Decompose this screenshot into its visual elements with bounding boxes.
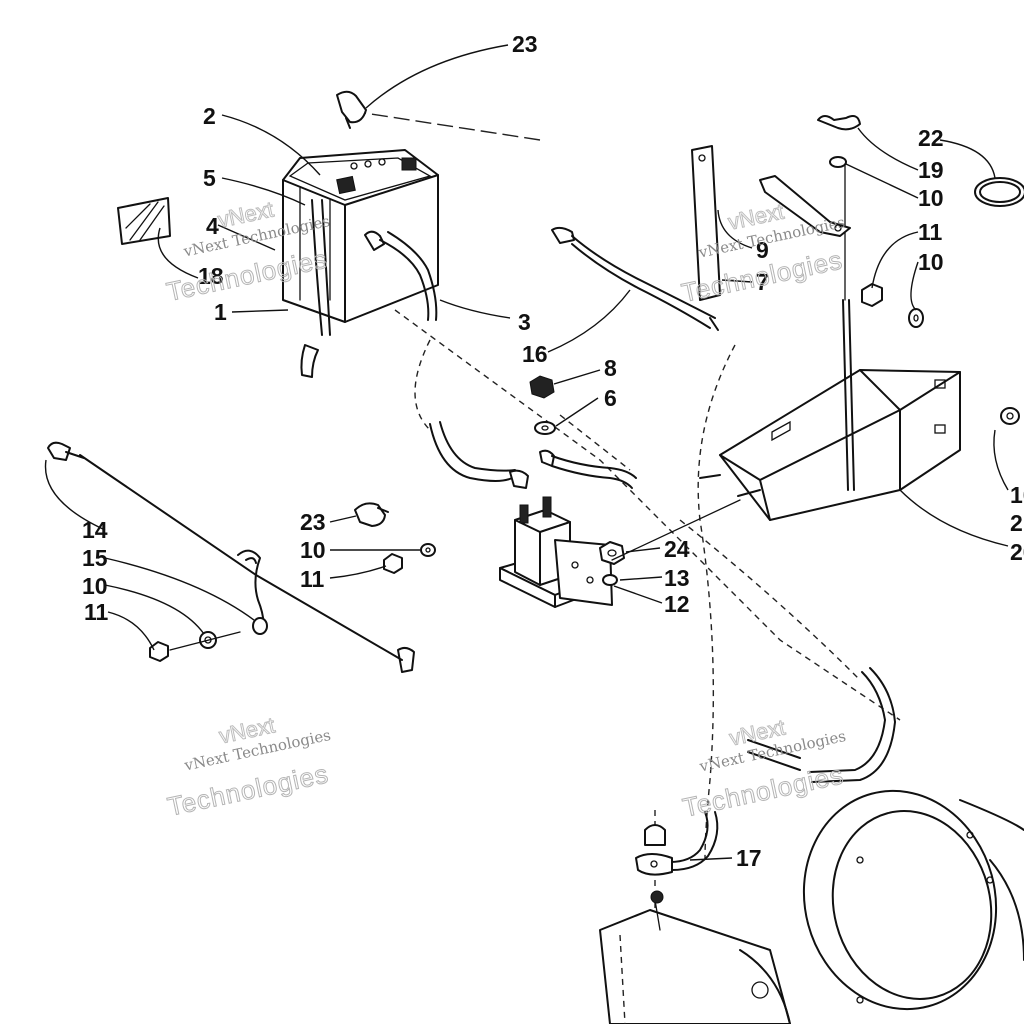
link-rod [47, 441, 403, 661]
engine-cable [747, 667, 896, 783]
callout-11-right: 11 [918, 219, 943, 245]
positive-cable [551, 226, 719, 331]
snap-ring [974, 177, 1024, 207]
leader-lines [44, 44, 1009, 861]
callout-3: 3 [518, 309, 531, 335]
callout-6: 6 [604, 385, 617, 411]
wing-nut [817, 115, 861, 131]
washer-10-right [908, 308, 924, 328]
callout-23-middle: 23 [300, 509, 326, 535]
washer-10-far-right [1000, 407, 1020, 425]
decal [117, 197, 171, 245]
callout-18: 18 [198, 263, 224, 289]
callout-12: 12 [664, 591, 690, 617]
nut-11-left [149, 641, 169, 662]
callout-13: 13 [664, 565, 690, 591]
callout-4: 4 [206, 213, 219, 239]
callout-10-left: 10 [82, 573, 108, 599]
nut-11-right [861, 283, 883, 307]
terminal-cap-middle [354, 502, 389, 527]
washer-10-middle [420, 543, 436, 557]
callout-23-top: 23 [512, 31, 538, 57]
callout-21: 21 [1010, 510, 1024, 536]
vent-tube [300, 199, 331, 378]
callout-8: 8 [604, 355, 617, 381]
washer-6 [534, 421, 556, 435]
washer-13 [602, 574, 618, 586]
callout-14: 14 [82, 517, 108, 543]
starter-motor [599, 890, 791, 1024]
terminal-cap-top [336, 90, 367, 129]
battery-to-solenoid-cable [429, 421, 529, 489]
callout-15: 15 [82, 545, 108, 571]
starter-cable [635, 811, 719, 876]
callout-10-top: 10 [918, 185, 944, 211]
callout-10-far-right: 10 [1010, 482, 1024, 508]
callout-2: 2 [203, 103, 216, 129]
callout-10-middle: 10 [300, 537, 326, 563]
callout-19: 19 [918, 157, 944, 183]
watermark-bottom-right: vNext vNext Technologies Technologies [679, 714, 847, 823]
hex-nut-24 [599, 541, 625, 565]
callout-7: 7 [756, 269, 769, 295]
callout-10-right: 10 [918, 249, 944, 275]
washer-10-top [829, 156, 847, 168]
solenoid-jumper-cable [539, 449, 637, 489]
bracket-15 [237, 549, 268, 635]
nut-11-middle [383, 553, 403, 574]
rod-clip [397, 646, 415, 673]
callout-11-middle: 11 [300, 566, 325, 592]
callout-16: 16 [522, 341, 548, 367]
callout-24: 24 [664, 536, 690, 562]
callout-labels: 23 2 5 4 18 1 3 16 8 6 9 7 22 19 10 11 1… [82, 31, 1024, 871]
callout-5: 5 [203, 165, 216, 191]
flywheel-housing [802, 789, 1024, 1011]
starter-cap [644, 824, 666, 846]
hold-down-bracket [759, 175, 851, 237]
hex-nut-8 [529, 375, 555, 399]
battery [282, 149, 439, 323]
callout-1: 1 [214, 299, 227, 325]
callout-17: 17 [736, 845, 762, 871]
tray-studs [699, 474, 761, 497]
callout-22: 22 [918, 125, 944, 151]
callout-20: 20 [1010, 539, 1024, 565]
starter-solenoid [499, 496, 613, 608]
hold-down-strap [691, 145, 721, 301]
negative-cable [364, 230, 438, 321]
battery-tray [719, 369, 961, 521]
callout-9: 9 [756, 237, 769, 263]
watermark-bottom-left: vNext vNext Technologies Technologies [164, 712, 332, 822]
callout-11-left: 11 [84, 599, 109, 625]
